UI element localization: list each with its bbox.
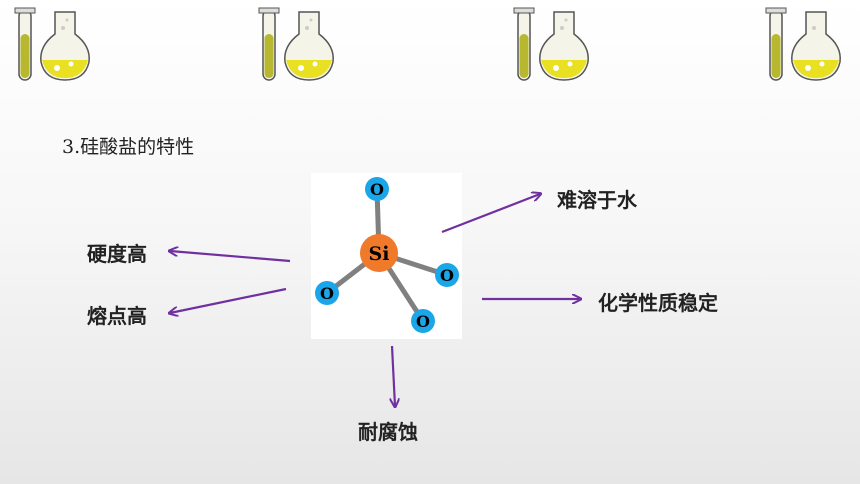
arrow-to-corrosion <box>392 345 395 406</box>
oxygen-label: O <box>320 284 334 303</box>
slide-title: 3.硅酸盐的特性 <box>62 136 195 158</box>
lab-glassware-icon-3 <box>510 4 600 84</box>
silicate-tetrahedron-diagram: O O O O Si <box>311 173 462 339</box>
property-hardness: 硬度高 <box>87 242 147 266</box>
oxygen-atom-left: O <box>315 281 339 305</box>
silicon-atom: Si <box>360 234 398 272</box>
lab-glassware-icon-1 <box>5 4 95 84</box>
arrow-to-melting-point <box>170 287 287 313</box>
oxygen-atom-right: O <box>435 263 459 287</box>
lab-glassware-icon-2 <box>255 4 345 84</box>
oxygen-atom-bottom: O <box>411 309 435 333</box>
oxygen-label: O <box>416 312 430 331</box>
oxygen-label: O <box>370 180 384 199</box>
oxygen-label: O <box>440 266 454 285</box>
arrow-to-hardness <box>170 251 291 263</box>
silicon-label: Si <box>369 243 390 265</box>
property-melting-point: 熔点高 <box>87 304 147 328</box>
property-chemical-stability: 化学性质稳定 <box>598 291 718 315</box>
property-insoluble: 难溶于水 <box>557 188 637 212</box>
oxygen-atom-top: O <box>365 177 389 201</box>
lab-glassware-icon-4 <box>762 4 852 84</box>
property-corrosion: 耐腐蚀 <box>358 420 418 444</box>
